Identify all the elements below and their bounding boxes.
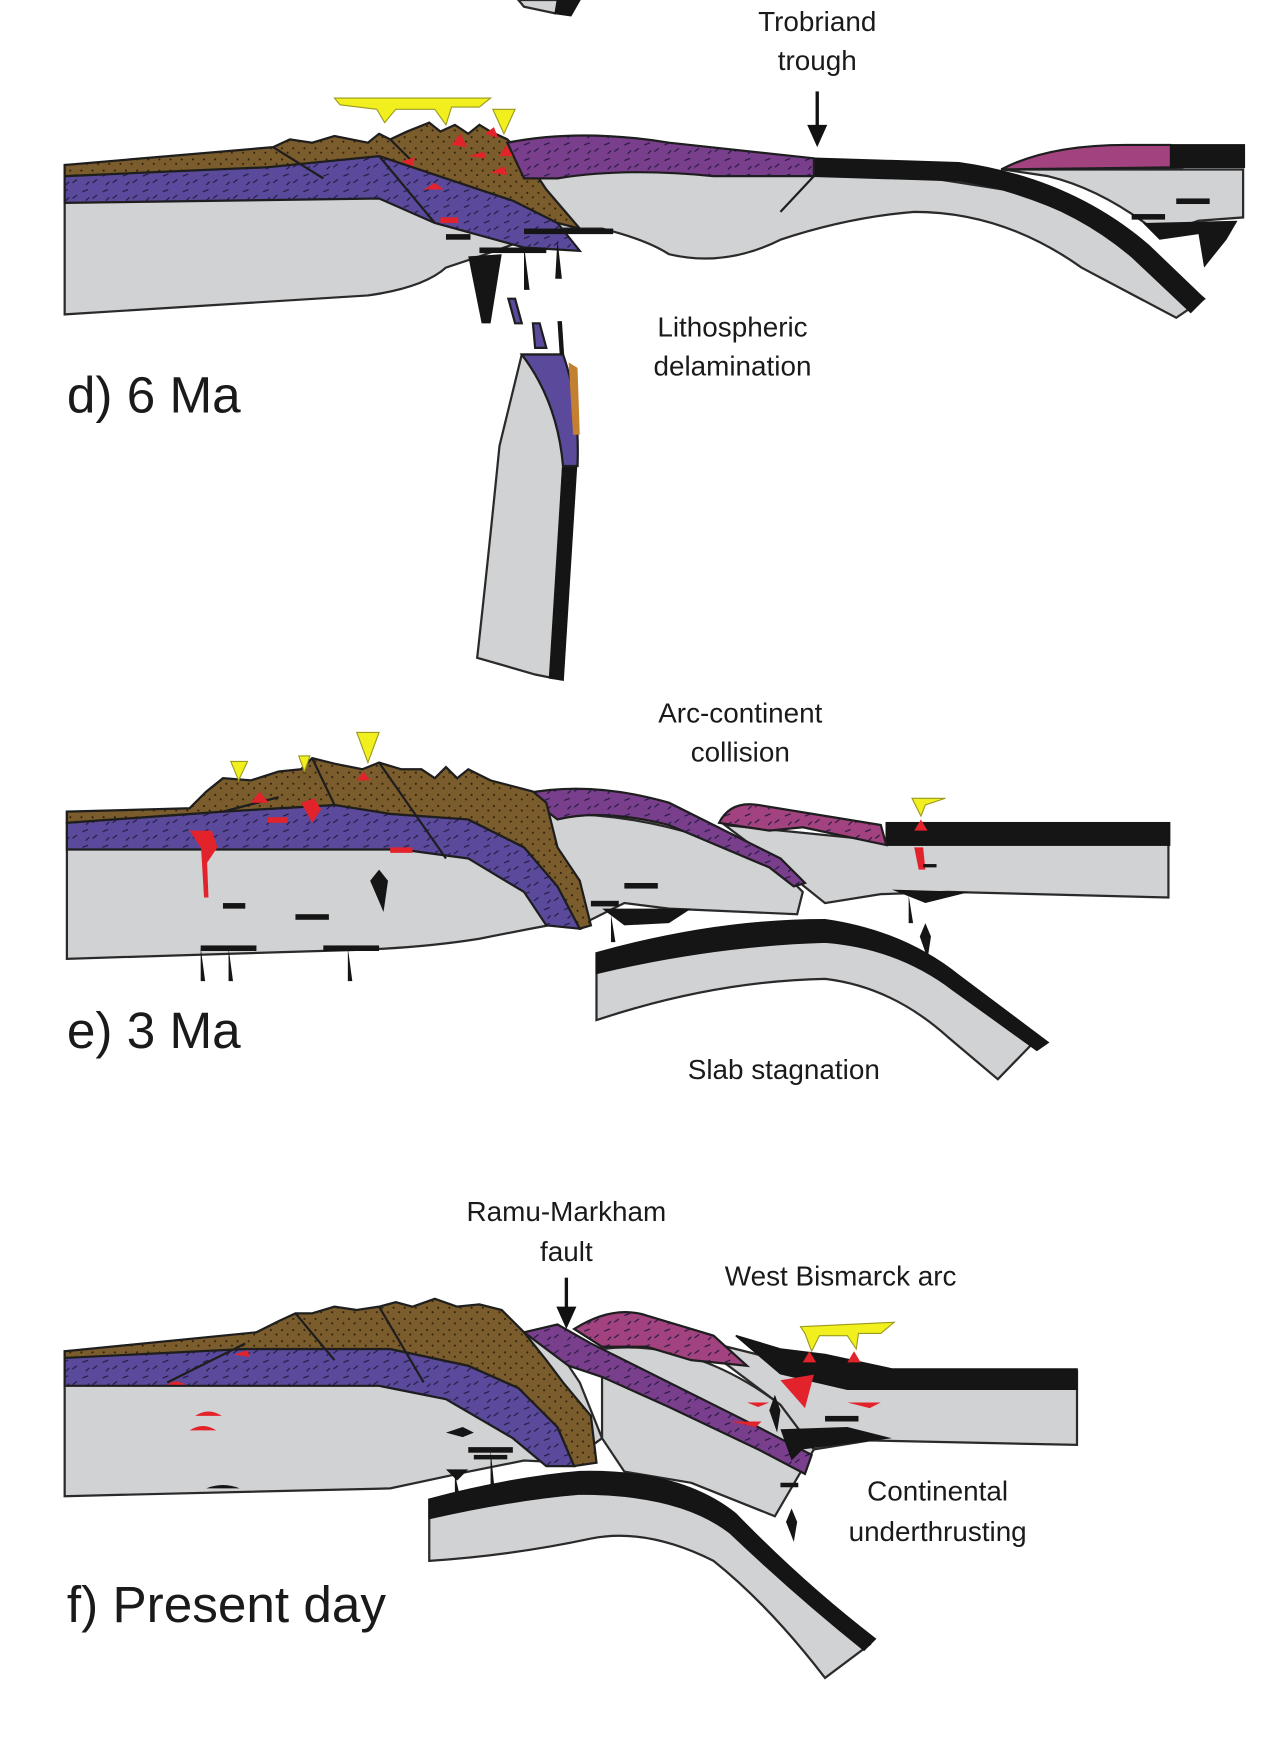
ramu-markham-fault-arrow-icon (556, 1277, 577, 1329)
panel-f-label: f) Present day (67, 1576, 387, 1633)
panel-f-intrusions (167, 1350, 881, 1431)
previous-panel-slab-fragment (516, 0, 581, 17)
panel-e-label: e) 3 Ma (67, 1002, 241, 1059)
annotation-slab-stagnation: Slab stagnation (688, 1054, 880, 1085)
panel-d-melt-features (445, 198, 1238, 324)
annotation-continental-underthrusting-line1: Continental (867, 1476, 1008, 1507)
panel-f (63, 1297, 1079, 1680)
annotation-west-bismarck-arc: West Bismarck arc (725, 1260, 957, 1291)
panel-e-volcanics (229, 731, 946, 818)
panel-e-stagnant-slab (595, 918, 1050, 1081)
panel-f-melt-features (206, 1394, 892, 1542)
panel-e-melt-features (200, 864, 970, 982)
annotation-arc-continent-collision-line1: Arc-continent (658, 697, 822, 728)
annotation-trobriand-trough-line2: trough (778, 45, 857, 76)
panel-f-subducting-slab (428, 1470, 877, 1680)
panel-e-intrusions (189, 771, 928, 898)
panel-d-delaminated-slab (475, 297, 580, 682)
panel-d-volcanics (333, 97, 516, 136)
panel-f-volcanics (799, 1321, 896, 1353)
annotation-continental-underthrusting-line2: underthrusting (849, 1516, 1027, 1547)
annotation-arc-continent-collision-line2: collision (691, 736, 790, 767)
panel-e (65, 731, 1171, 1081)
annotation-trobriand-trough-line1: Trobriand (758, 6, 876, 37)
trobriand-trough-arrow-icon (807, 91, 828, 148)
annotation-lithospheric-delamination-line2: delamination (654, 351, 812, 382)
panel-d-oceanic-crust (813, 157, 1206, 314)
panel-d (63, 97, 1246, 682)
panel-d-label: d) 6 Ma (67, 367, 241, 424)
annotation-ramu-markham-fault-line1: Ramu-Markham (467, 1196, 667, 1227)
annotation-lithospheric-delamination-line1: Lithospheric (657, 312, 807, 343)
annotation-ramu-markham-fault-line2: fault (540, 1236, 593, 1267)
panel-d-intrusions (401, 127, 513, 223)
